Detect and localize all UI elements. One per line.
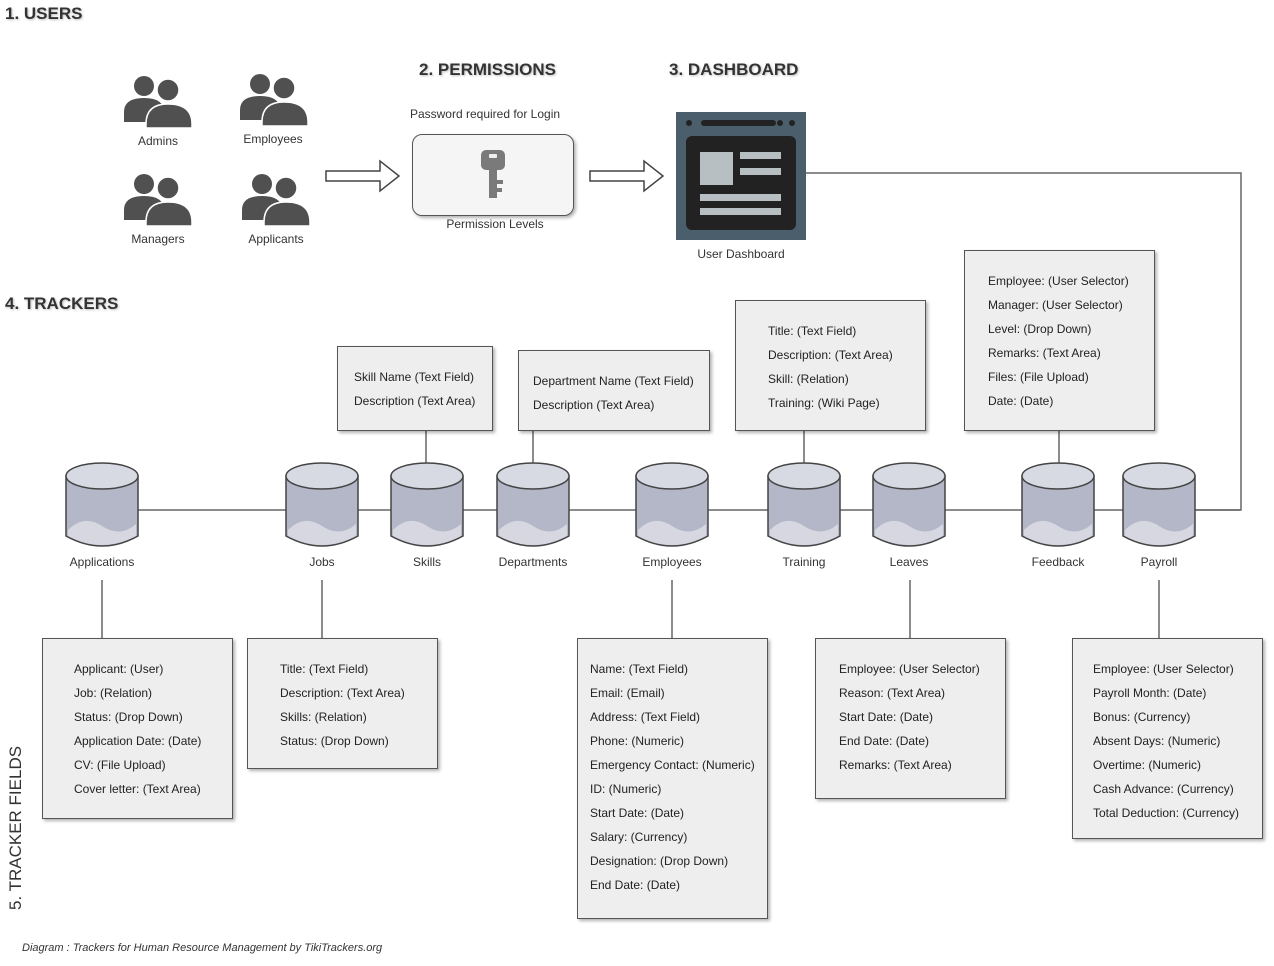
user-dashboard-label: User Dashboard — [697, 247, 785, 261]
user-group-admins: Admins — [137, 134, 179, 148]
field-item: Skill: (Relation) — [768, 372, 849, 386]
field-item: Payroll Month: (Date) — [1093, 686, 1207, 700]
browser-window-icon — [676, 112, 806, 240]
field-item: Employee: (User Selector) — [1093, 662, 1234, 676]
tracker-label-employees: Employees — [642, 555, 702, 569]
section-title-users: 1. USERS — [5, 4, 83, 23]
field-item: End Date: (Date) — [590, 878, 681, 892]
section-title-trackers: 4. TRACKERS — [5, 294, 119, 313]
field-item: Files: (File Upload) — [988, 370, 1089, 384]
section-title-dashboard: 3. DASHBOARD — [669, 60, 799, 79]
field-item: Remarks: (Text Area) — [988, 346, 1101, 360]
database-icon-payroll[interactable] — [1121, 460, 1197, 550]
field-item: Department Name (Text Field) — [533, 374, 694, 388]
field-item: Status: (Drop Down) — [280, 734, 389, 748]
field-item: Email: (Email) — [590, 686, 665, 700]
user-group-employees: Employees — [243, 132, 303, 146]
field-item: Applicant: (User) — [74, 662, 164, 676]
training-fields-box: Title: (Text Field) Description: (Text A… — [735, 300, 926, 431]
arrow-permissions-to-dashboard — [589, 159, 665, 193]
field-item: Start Date: (Date) — [839, 710, 934, 724]
users-group-icon — [124, 76, 193, 129]
permissions-caption: Password required for Login — [409, 107, 561, 121]
field-item: Job: (Relation) — [74, 686, 153, 700]
field-item: Name: (Text Field) — [590, 662, 689, 676]
field-item: Phone: (Numeric) — [590, 734, 685, 748]
field-item: Title: (Text Field) — [280, 662, 369, 676]
database-icon-departments[interactable] — [495, 460, 571, 550]
tracker-label-payroll: Payroll — [1140, 555, 1178, 569]
field-item: Manager: (User Selector) — [988, 298, 1123, 312]
field-item: Title: (Text Field) — [768, 324, 857, 338]
field-item: Training: (Wiki Page) — [768, 396, 880, 410]
diagram-footer-caption: Diagram : Trackers for Human Resource Ma… — [22, 942, 383, 954]
database-icon-leaves[interactable] — [871, 460, 947, 550]
tracker-label-training: Training — [782, 555, 826, 569]
database-icon-skills[interactable] — [389, 460, 465, 550]
field-item: Skills: (Relation) — [280, 710, 367, 724]
user-group-applicants: Applicants — [248, 232, 304, 246]
field-item: Cover letter: (Text Area) — [74, 782, 201, 796]
permission-levels-label: Permission Levels — [446, 217, 544, 231]
tracker-label-feedback: Feedback — [1031, 555, 1085, 569]
dashboard-connector-line — [805, 172, 1242, 511]
tracker-label-skills: Skills — [412, 555, 442, 569]
field-item: Level: (Drop Down) — [988, 322, 1092, 336]
field-item: Total Deduction: (Currency) — [1093, 806, 1240, 820]
field-item: CV: (File Upload) — [74, 758, 166, 772]
field-item: Absent Days: (Numeric) — [1093, 734, 1221, 748]
field-item: Emergency Contact: (Numeric) — [590, 758, 755, 772]
section-title-permissions: 2. PERMISSIONS — [419, 60, 556, 79]
database-icon-employees[interactable] — [634, 460, 710, 550]
field-item: Cash Advance: (Currency) — [1093, 782, 1234, 796]
applications-fields-box: Applicant: (User) Job: (Relation) Status… — [42, 638, 233, 819]
field-item: Status: (Drop Down) — [74, 710, 183, 724]
feedback-fields-box: Employee: (User Selector) Manager: (User… — [964, 250, 1155, 431]
field-item: Remarks: (Text Area) — [839, 758, 952, 772]
database-icon-jobs[interactable] — [284, 460, 360, 550]
users-group-icon — [124, 174, 193, 227]
user-group-managers: Managers — [131, 232, 185, 246]
field-item: Salary: (Currency) — [590, 830, 688, 844]
section-title-tracker-fields: 5. TRACKER FIELDS — [6, 745, 25, 910]
field-item: Start Date: (Date) — [590, 806, 685, 820]
field-item: ID: (Numeric) — [590, 782, 662, 796]
field-item: Address: (Text Field) — [590, 710, 701, 724]
field-item: Description: (Text Area) — [768, 348, 893, 362]
permission-box — [412, 134, 574, 216]
field-item: Employee: (User Selector) — [988, 274, 1129, 288]
database-icon-training[interactable] — [766, 460, 842, 550]
field-item: Date: (Date) — [988, 394, 1054, 408]
field-item: Description (Text Area) — [533, 398, 655, 412]
users-group-icon — [240, 74, 309, 127]
field-item: Designation: (Drop Down) — [590, 854, 729, 868]
tracker-label-departments: Departments — [498, 555, 568, 569]
field-item: End Date: (Date) — [839, 734, 930, 748]
users-group-icon — [242, 174, 311, 227]
key-icon — [481, 150, 505, 198]
field-item: Employee: (User Selector) — [839, 662, 980, 676]
database-icon-applications[interactable] — [64, 460, 140, 550]
field-item: Description: (Text Area) — [280, 686, 405, 700]
database-icon-feedback[interactable] — [1020, 460, 1096, 550]
field-item: Bonus: (Currency) — [1093, 710, 1191, 724]
skills-fields-box: Skill Name (Text Field) Description (Tex… — [337, 346, 493, 431]
payroll-fields-box: Employee: (User Selector) Payroll Month:… — [1072, 638, 1263, 839]
employees-fields-box: Name: (Text Field) Email: (Email) Addres… — [577, 638, 768, 919]
field-item: Overtime: (Numeric) — [1093, 758, 1202, 772]
tracker-label-leaves: Leaves — [889, 555, 929, 569]
field-item: Skill Name (Text Field) — [354, 370, 475, 384]
tracker-label-jobs: Jobs — [309, 555, 335, 569]
arrow-users-to-permissions — [325, 159, 401, 193]
jobs-fields-box: Title: (Text Field) Description: (Text A… — [247, 638, 438, 769]
departments-fields-box: Department Name (Text Field) Description… — [518, 350, 710, 431]
field-item: Description (Text Area) — [354, 394, 476, 408]
tracker-label-applications: Applications — [69, 555, 135, 569]
leaves-fields-box: Employee: (User Selector) Reason: (Text … — [815, 638, 1006, 799]
field-item: Reason: (Text Area) — [839, 686, 946, 700]
field-item: Application Date: (Date) — [74, 734, 202, 748]
